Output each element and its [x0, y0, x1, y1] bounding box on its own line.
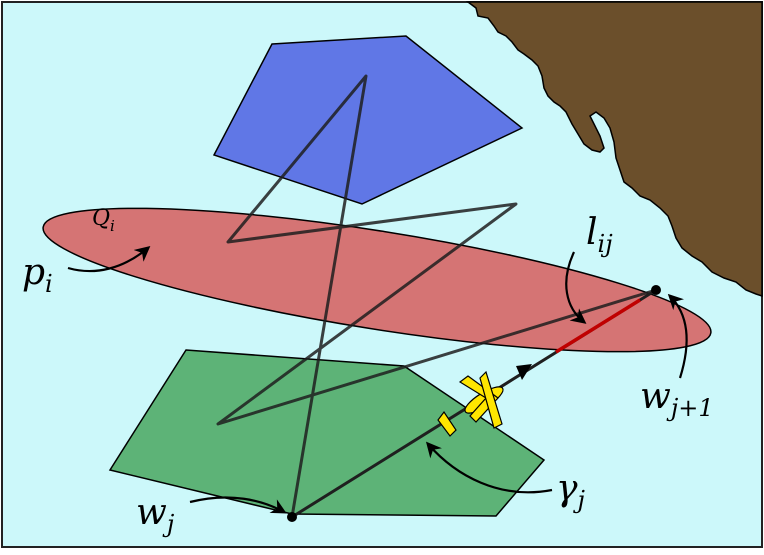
gamma-pointer-arrow [425, 441, 553, 494]
label-l-ij: lij [586, 212, 613, 258]
label-q-i: Qi [92, 206, 115, 235]
waypoint-wj-dot [287, 512, 297, 522]
zigzag-path [216, 74, 657, 518]
label-p-i: pi [22, 252, 53, 298]
lij-pointer-arrow [565, 251, 587, 324]
waypoint-wj1-dot [651, 285, 661, 295]
coastline-land [465, 1, 763, 298]
pi-pointer-arrow [67, 246, 151, 273]
wj-pointer-arrow [189, 496, 287, 514]
direction-arrowhead [516, 364, 532, 380]
label-w-j1: wj+1 [640, 376, 714, 422]
blue-region [212, 35, 524, 205]
lij-highlight-segment [555, 298, 641, 354]
label-gamma-j: γj [556, 468, 586, 514]
red-ellipse-region [42, 207, 712, 353]
aircraft-icon [437, 370, 504, 437]
wj1-pointer-arrow [667, 293, 688, 379]
label-w-j: wj [136, 492, 175, 538]
